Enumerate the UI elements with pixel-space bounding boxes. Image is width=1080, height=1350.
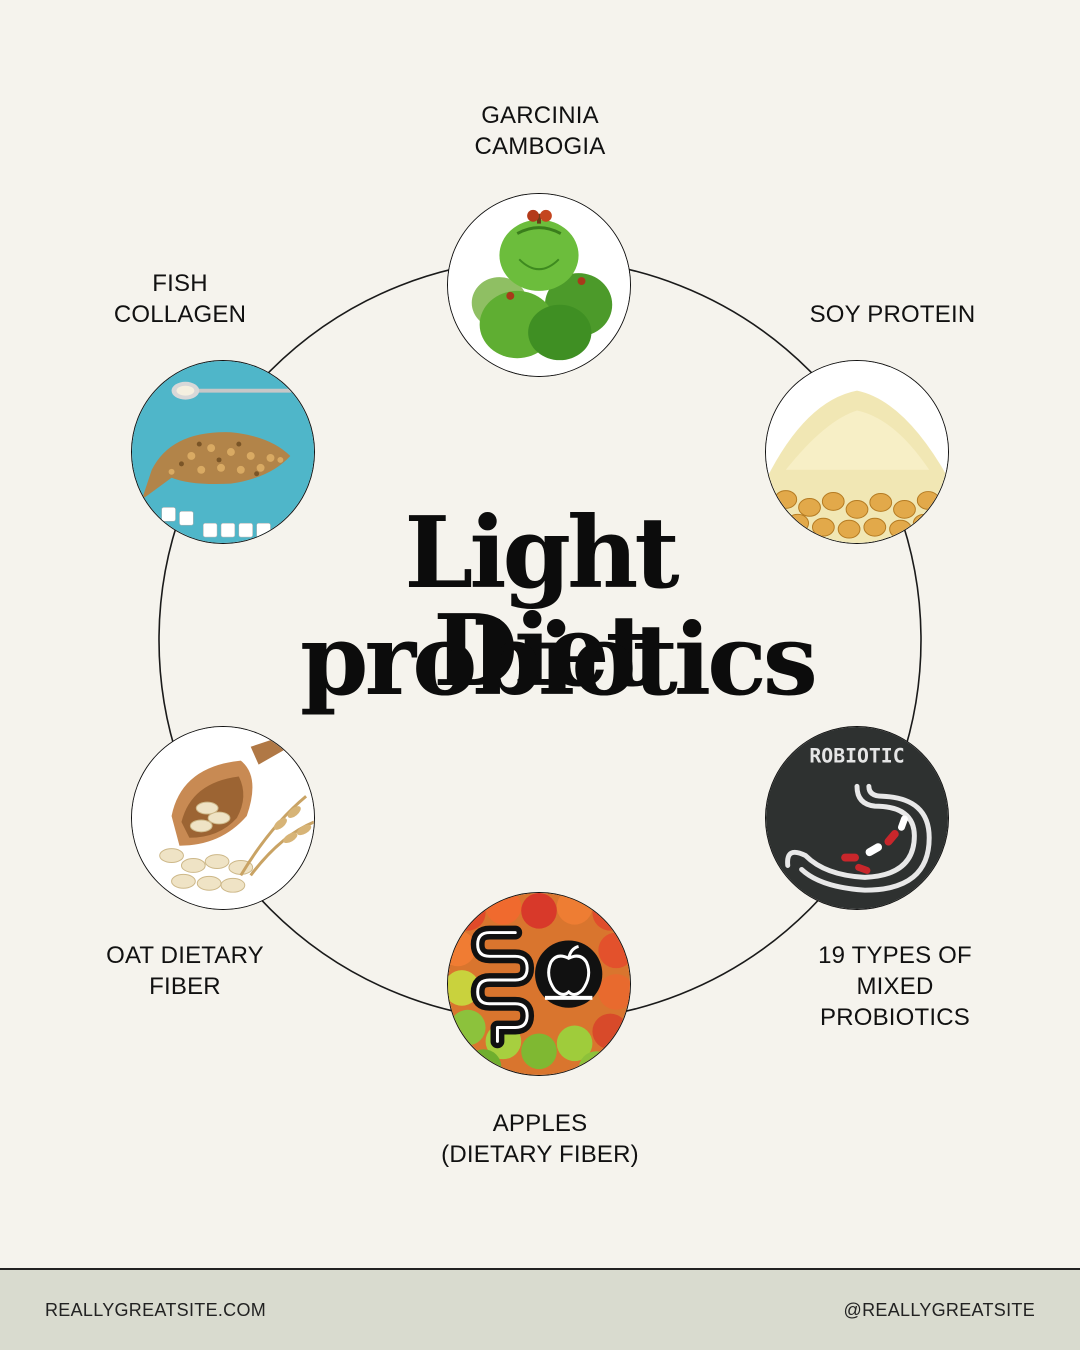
oat-scoop-icon — [132, 727, 314, 909]
label-fish-collagen: FISH COLLAGEN — [113, 270, 247, 328]
fish-collagen-image — [131, 360, 315, 544]
apples-image — [447, 892, 631, 1076]
footer-bar: REALLYGREATSITE.COM @REALLYGREATSITE — [0, 1268, 1080, 1350]
soy-protein-image — [765, 360, 949, 544]
soy-powder-icon — [766, 361, 948, 543]
stomach-probiotic-icon: ROBIOTIC — [766, 727, 948, 909]
label-oat-dietary-fiber: OAT DIETARY FIBER — [106, 942, 264, 1000]
footer-social-handle[interactable]: @REALLYGREATSITE — [843, 1300, 1035, 1320]
fish-collagen-icon — [132, 361, 314, 543]
label-apples: APPLES (DIETARY FIBER) — [441, 1110, 639, 1168]
garcinia-fruit-icon — [448, 194, 630, 376]
label-garcinia-cambogia: GARCINIA CAMBOGIA — [474, 102, 606, 160]
garcinia-cambogia-image — [447, 193, 631, 377]
oat-dietary-fiber-image — [131, 726, 315, 910]
probiotic-chalk-text: ROBIOTIC — [809, 745, 904, 768]
apple-intestine-icon — [448, 893, 630, 1075]
label-mixed-probiotics: 19 TYPES OF MIXED PROBIOTICS — [818, 942, 972, 1031]
footer-website-link[interactable]: REALLYGREATSITE.COM — [45, 1300, 267, 1320]
mixed-probiotics-image: ROBIOTIC — [765, 726, 949, 910]
label-soy-protein: SOY PROTEIN — [809, 301, 976, 328]
title-line-2: probiotics — [300, 603, 818, 718]
title-line-1: Light Diet — [404, 496, 679, 709]
